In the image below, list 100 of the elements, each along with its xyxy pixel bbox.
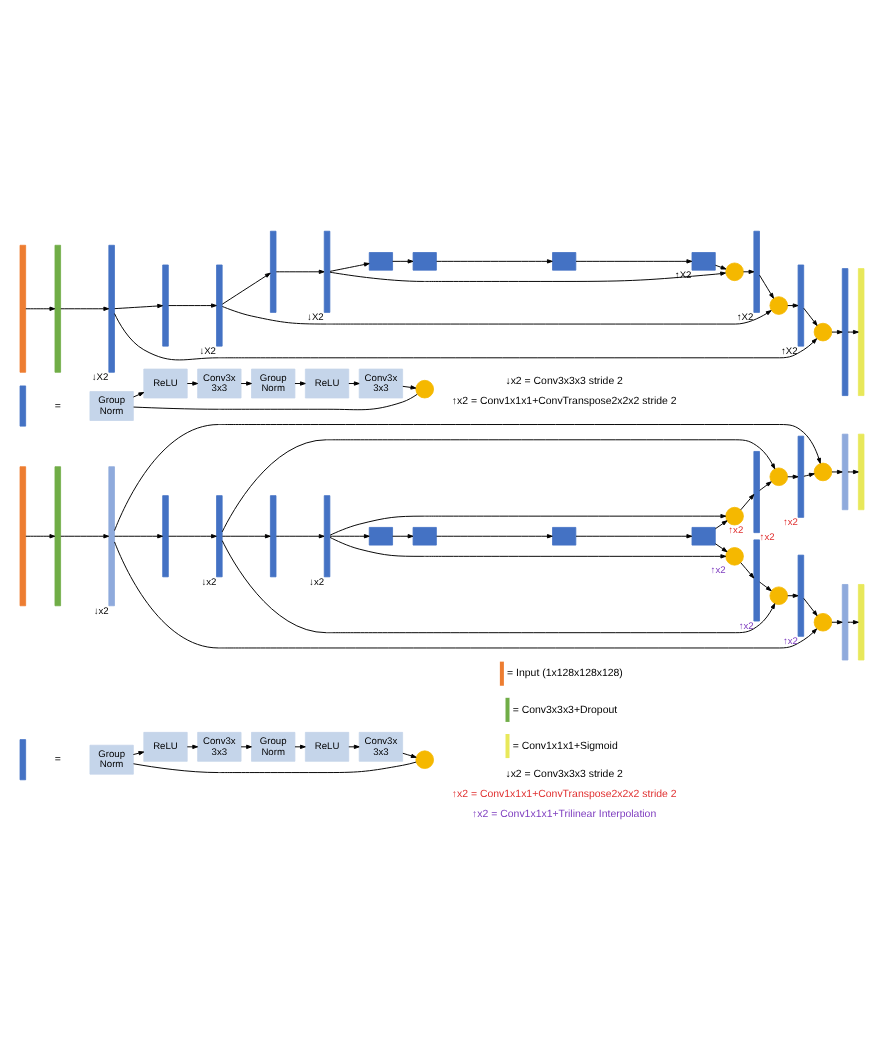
arrow: [831, 329, 843, 335]
node-bar: [857, 433, 865, 511]
node-bar: [797, 554, 805, 637]
node-bar: [857, 584, 865, 661]
arrow: [25, 306, 56, 311]
node-bar: [270, 495, 277, 578]
node-bar: [19, 739, 27, 781]
arrow: [221, 439, 776, 533]
arrow: [803, 307, 818, 326]
arrow: [275, 269, 325, 274]
arrow: [402, 385, 417, 390]
arrow: [759, 274, 774, 299]
node-bar: [797, 264, 805, 347]
arrow: [60, 306, 110, 311]
node-bar: [270, 230, 277, 313]
arrow: [60, 534, 110, 539]
node-circle: [725, 262, 744, 282]
node-bar: [19, 244, 27, 373]
arrow: [759, 581, 772, 592]
arrow: [240, 744, 252, 749]
node-bar: [753, 539, 760, 622]
arrow: [831, 620, 843, 625]
node-bar: [162, 264, 169, 347]
arrow: [575, 259, 693, 264]
arrow: [186, 744, 199, 749]
node-bar: [841, 268, 849, 396]
arrow: [787, 593, 799, 598]
node-bar: [841, 433, 849, 511]
arrow: [803, 597, 818, 617]
arrow: [329, 262, 370, 272]
arrow: [436, 534, 553, 539]
node-box: [552, 527, 577, 546]
node-bar: [797, 435, 805, 518]
node-bar: [108, 466, 115, 607]
arrow: [436, 259, 553, 264]
arrow: [114, 303, 163, 310]
arrow: [114, 313, 818, 361]
node-bar: [54, 244, 61, 373]
arrow: [294, 381, 306, 386]
node-box: [368, 527, 393, 546]
arrow: [221, 272, 271, 305]
node-bar: [216, 264, 223, 347]
arrow: [132, 392, 145, 398]
arrow: [831, 469, 843, 475]
arrow: [575, 534, 693, 539]
node-circle: [725, 506, 744, 526]
node-bar: [54, 466, 61, 607]
arrow: [114, 534, 163, 539]
arrow: [168, 534, 217, 539]
arrow: [168, 303, 217, 308]
arrow: [221, 540, 776, 634]
node-circle: [813, 462, 833, 482]
arrow: [221, 306, 772, 325]
node-circle: [415, 379, 434, 399]
arrow: [114, 424, 821, 532]
node-bar: [216, 495, 223, 578]
arrow: [743, 269, 755, 274]
arrow: [294, 744, 306, 749]
arrow: [740, 494, 755, 511]
node-bar: [108, 244, 115, 373]
arrow: [329, 514, 727, 536]
arrow: [348, 381, 360, 386]
arrow: [132, 751, 145, 756]
arrow: [714, 543, 728, 553]
node-box: [412, 252, 437, 271]
arrow: [275, 534, 325, 539]
node-circle: [769, 586, 788, 605]
node-bar: [323, 495, 331, 578]
node-bar: [19, 466, 27, 607]
node-box: [368, 252, 393, 271]
arrow: [25, 534, 56, 539]
connector: [133, 761, 417, 774]
arrow: [329, 271, 726, 282]
arrow: [803, 472, 815, 478]
arrow: [714, 520, 728, 530]
arrow: [787, 303, 799, 308]
node-bar: [162, 495, 169, 578]
node-circle: [415, 750, 434, 769]
arrow: [329, 536, 727, 559]
arrow: [392, 534, 414, 539]
node-bar: [857, 268, 865, 396]
arrow: [759, 481, 772, 491]
arrow: [847, 329, 859, 335]
node-box: [691, 252, 716, 271]
node-circle: [769, 296, 788, 315]
node-circle: [769, 467, 788, 486]
arrow: [392, 259, 414, 264]
arrow: [740, 562, 755, 579]
arrow: [847, 469, 859, 475]
arrow: [114, 541, 818, 649]
connector: [133, 393, 418, 411]
node-box: [691, 527, 716, 546]
arrow: [186, 381, 199, 386]
arrow: [221, 534, 271, 539]
node-circle: [725, 547, 744, 566]
node-bar: [19, 385, 27, 427]
arrow: [847, 620, 859, 625]
node-bar: [323, 230, 331, 313]
arrow: [402, 752, 417, 758]
node-bar: [753, 230, 760, 313]
